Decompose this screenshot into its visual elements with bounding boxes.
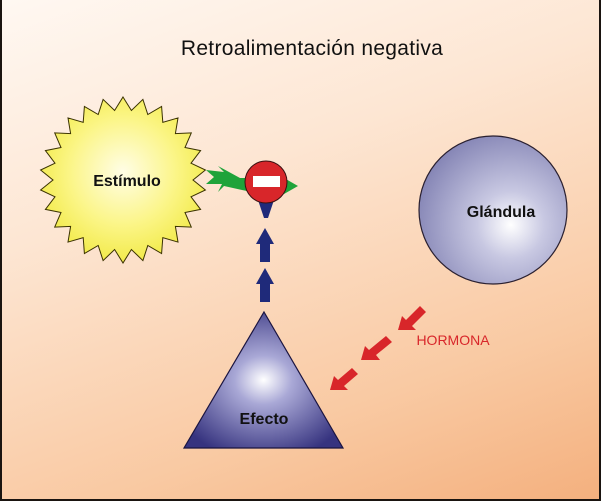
red-arrow-icon — [330, 306, 426, 390]
no-entry-icon — [244, 160, 288, 204]
blue-arrow-icon — [256, 200, 274, 302]
gland-sphere — [418, 135, 568, 285]
stimulus-starburst — [39, 96, 207, 264]
stimulus-label: Estímulo — [93, 173, 161, 190]
effect-label: Efecto — [239, 411, 289, 428]
gland-label: Glándula — [466, 204, 536, 221]
effect-pyramid — [182, 310, 345, 449]
hormone-label: HORMONA — [416, 332, 490, 348]
diagram-title: Retroalimentación negativa — [180, 37, 444, 60]
